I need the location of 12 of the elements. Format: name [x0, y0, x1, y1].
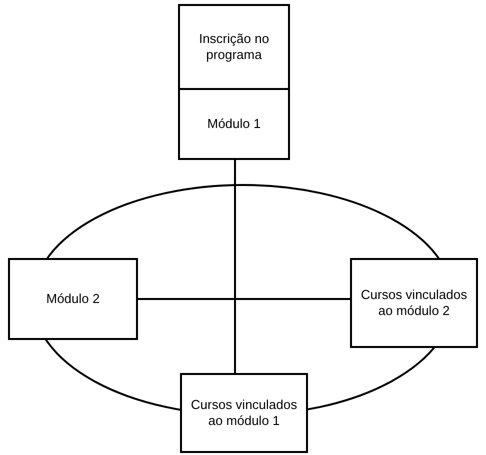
process-box [180, 373, 308, 453]
box-label: Inscrição no programa [198, 31, 270, 63]
process-box [178, 4, 290, 90]
box-label: Módulo 2 [45, 291, 101, 307]
process-box [8, 258, 138, 340]
box-label: Cursos vinculados ao módulo 2 [360, 287, 468, 319]
connector-line [234, 160, 236, 373]
connector-line [138, 298, 350, 300]
process-box [350, 258, 478, 348]
box-label: Módulo 1 [206, 116, 262, 132]
box-label: Cursos vinculados ao módulo 1 [190, 397, 298, 429]
process-box [178, 88, 290, 160]
